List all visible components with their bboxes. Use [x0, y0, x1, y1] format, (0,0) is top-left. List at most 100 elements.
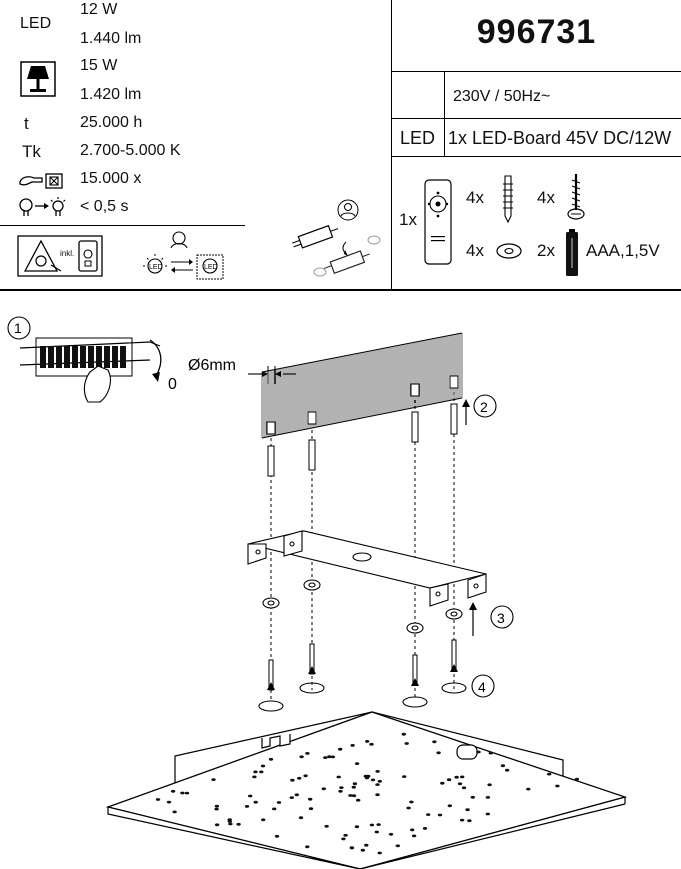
- lifetime-label: t: [24, 114, 29, 133]
- led-dot: [327, 755, 332, 759]
- led-dot: [330, 755, 336, 759]
- step2-label: 2: [480, 399, 488, 415]
- led-dot: [276, 801, 282, 804]
- led-dot: [356, 798, 361, 802]
- svg-text:LED: LED: [149, 264, 163, 271]
- led-dot: [323, 756, 328, 759]
- section-divider: [0, 289, 681, 291]
- power-led-value: 12 W: [80, 1, 118, 18]
- led-dot: [274, 834, 280, 838]
- led-dot: [369, 823, 375, 827]
- led-dot: [374, 830, 379, 834]
- led-dot: [377, 779, 382, 783]
- step3-label: 3: [497, 610, 505, 626]
- led-dot: [290, 778, 295, 782]
- led-dot: [297, 776, 302, 780]
- led-dot: [467, 819, 472, 823]
- row-line-1: [391, 71, 681, 72]
- step4-label: 4: [478, 679, 486, 695]
- led-dot: [555, 784, 560, 788]
- driver-replacement-icon: [288, 198, 388, 284]
- dowel-icon: [498, 174, 518, 224]
- led-dot: [184, 791, 190, 795]
- led-dot: [360, 848, 365, 852]
- power-lamp-value: 15 W: [80, 57, 118, 74]
- washer-qty: 4x: [466, 241, 484, 260]
- led-dot: [410, 828, 415, 832]
- led-dot: [375, 793, 380, 797]
- led-dot: [343, 833, 348, 837]
- mounting-bracket: [247, 530, 487, 607]
- led-dot: [476, 750, 481, 754]
- breaker-off-label: 0: [168, 376, 177, 393]
- led-dot: [500, 764, 506, 768]
- led-dot: [299, 755, 304, 759]
- led-dot: [155, 798, 161, 801]
- row-line-2: [391, 118, 681, 119]
- led-dot: [376, 823, 381, 826]
- led-dot: [388, 832, 394, 836]
- led-dot: [180, 791, 185, 795]
- led-dot: [324, 824, 329, 828]
- led-dot: [574, 777, 580, 781]
- tk-label: Tk: [22, 142, 41, 161]
- led-dot: [447, 804, 452, 808]
- led-dot: [336, 775, 341, 779]
- led-board-value: 1x LED-Board 45V DC/12W: [448, 128, 672, 148]
- led-dot: [339, 786, 344, 789]
- led-dot: [305, 845, 310, 849]
- dowel-qty: 4x: [466, 188, 484, 207]
- led-dot: [298, 816, 304, 820]
- led-dot: [377, 851, 382, 855]
- step1-label: 1: [14, 320, 22, 336]
- remote-qty: 1x: [399, 210, 417, 229]
- voltage-value: 230V / 50Hz~: [453, 88, 551, 105]
- circuit-breaker-icon: [19, 337, 162, 403]
- led-dot: [375, 770, 380, 773]
- led-dot: [440, 781, 445, 785]
- led-dot: [432, 740, 437, 744]
- led-dot: [351, 794, 357, 798]
- led-dot: [303, 774, 308, 778]
- led-dot: [268, 757, 274, 761]
- led-dot: [470, 795, 475, 799]
- led-dot: [460, 775, 465, 779]
- washer-icon: [495, 241, 523, 261]
- led-dot: [305, 752, 310, 755]
- battery-qty: 2x: [537, 241, 555, 260]
- led-board-label: LED: [400, 128, 436, 148]
- ceiling-wall: [261, 333, 463, 438]
- led-dot: [244, 805, 250, 808]
- product-code: 996731: [476, 13, 597, 51]
- led-dot: [354, 825, 360, 829]
- right-panel-border: [391, 0, 392, 290]
- lifetime-value: 25.000 h: [80, 114, 143, 131]
- led-dot: [487, 783, 492, 787]
- led-dot: [461, 786, 467, 790]
- remote-included-icon: inkl.: [17, 235, 103, 277]
- led-dot: [172, 810, 177, 814]
- step1-marker: [7, 316, 31, 340]
- led-dot: [526, 787, 531, 791]
- led-dot: [253, 800, 258, 804]
- screw-qty: 4x: [537, 188, 555, 207]
- led-dot: [485, 812, 490, 816]
- led-dot: [294, 793, 299, 797]
- led-dot: [261, 818, 266, 822]
- row-line-3: [391, 156, 681, 157]
- switch-cycle-icon: [18, 170, 66, 192]
- lamp-icon: [20, 61, 56, 97]
- led-dot: [485, 796, 491, 799]
- label-column-line: [444, 71, 445, 156]
- led-dot: [436, 751, 441, 755]
- luminaire-panel: [105, 711, 628, 869]
- led-dot: [341, 837, 346, 841]
- led-dot: [370, 778, 376, 782]
- led-dot: [488, 751, 493, 755]
- led-dot: [166, 800, 172, 804]
- led-dot: [253, 770, 258, 774]
- lumen-lamp-value: 1.420 lm: [80, 86, 142, 103]
- lumen-led-value: 1.440 lm: [80, 30, 142, 47]
- led-dot: [404, 742, 409, 745]
- led-dot: [214, 807, 219, 811]
